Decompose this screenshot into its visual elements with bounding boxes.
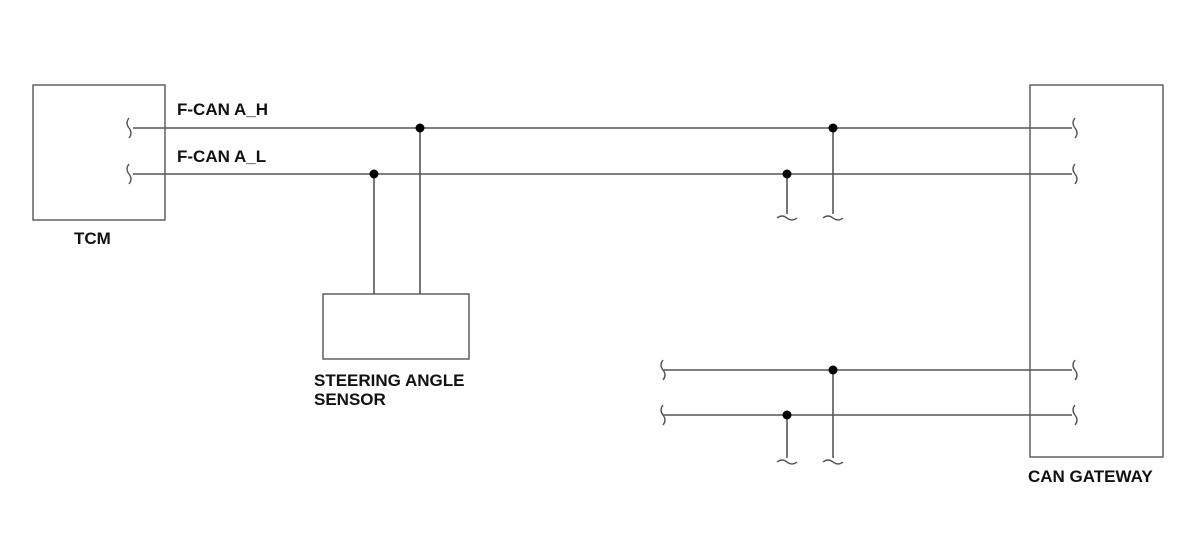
connector-break-icon: [660, 404, 666, 426]
connector-break-icon: [1072, 117, 1078, 139]
connector-break-icon: [776, 215, 798, 221]
junction-dot: [828, 123, 838, 133]
connector-break-icon: [822, 459, 844, 465]
junction-dot: [782, 169, 792, 179]
tcm-label: TCM: [74, 229, 111, 248]
junction-dot: [828, 365, 838, 375]
connector-break-icon: [660, 359, 666, 381]
f-can-a-h-label: F-CAN A_H: [177, 100, 268, 119]
connector-break-icon: [1072, 404, 1078, 426]
steering-angle-sensor-label-line1: STEERING ANGLE: [314, 371, 465, 390]
connector-break-icon: [1072, 359, 1078, 381]
junction-dot: [369, 169, 379, 179]
junction-dot: [415, 123, 425, 133]
junction-dot: [782, 410, 792, 420]
connector-break-icon: [1072, 163, 1078, 185]
f-can-a-l-label: F-CAN A_L: [177, 147, 266, 166]
connector-break-icon: [126, 163, 132, 185]
connector-break-icon: [776, 459, 798, 465]
can-gateway-box: [1029, 84, 1164, 458]
tcm-box: [32, 84, 166, 221]
steering-angle-sensor-box: [322, 293, 470, 360]
steering-angle-sensor-label-line2: SENSOR: [314, 390, 386, 409]
can-gateway-label: CAN GATEWAY: [1028, 467, 1153, 486]
connector-break-icon: [822, 215, 844, 221]
connector-break-icon: [126, 117, 132, 139]
